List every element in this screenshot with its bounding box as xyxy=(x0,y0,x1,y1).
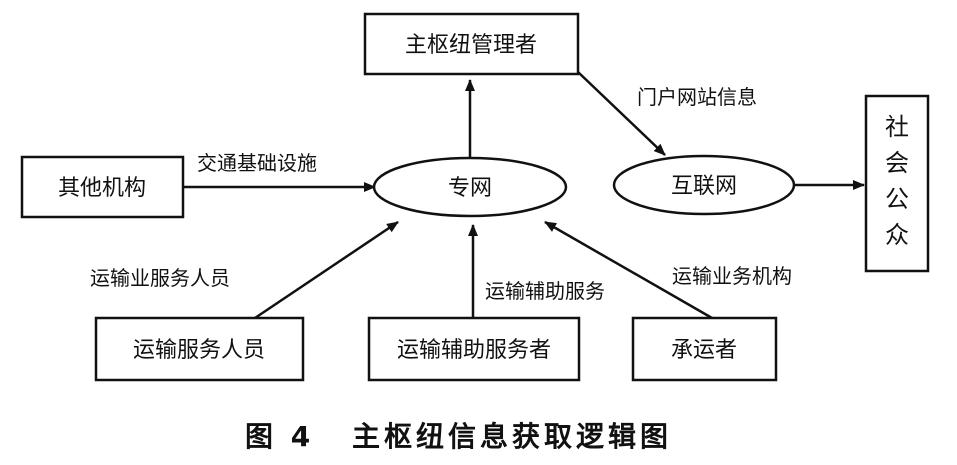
other-orgs-label: 其他机构 xyxy=(58,176,146,201)
society-box xyxy=(864,94,930,273)
edge-manager-to-internet xyxy=(577,71,666,156)
private-net-ellipse xyxy=(372,156,568,218)
edge-carrier-to-private xyxy=(544,220,713,320)
hub-manager-label: 主枢纽管理者 xyxy=(405,33,537,58)
carrier-label: 承运者 xyxy=(671,338,737,363)
internet-label: 互联网 xyxy=(671,174,737,199)
transport-staff-label: 运输服务人员 xyxy=(133,338,265,363)
internet-ellipse xyxy=(612,154,796,216)
edge-label-transport-business-org: 运输业务机构 xyxy=(672,264,792,288)
edge-label-aux-service: 运输辅助服务 xyxy=(485,279,605,303)
aux-service-provider-box xyxy=(367,316,581,382)
edge-label-transport-infra: 交通基础设施 xyxy=(197,151,317,175)
edge-label-portal-info: 门户网站信息 xyxy=(637,85,757,109)
figure-number: 图 4 xyxy=(245,420,314,453)
carrier-box xyxy=(631,316,778,382)
edge-label-transport-staff: 运输业服务人员 xyxy=(90,266,230,290)
hub-manager-box xyxy=(363,12,580,76)
private-net-label: 专网 xyxy=(448,176,492,201)
society-label: 社会公众 xyxy=(885,113,909,249)
figure-title: 主枢纽信息获取逻辑图 xyxy=(352,420,672,453)
other-orgs-box xyxy=(20,155,185,219)
transport-staff-box xyxy=(94,316,305,382)
aux-service-provider-label: 运输辅助服务者 xyxy=(397,338,551,363)
edge-staff-to-private xyxy=(254,220,399,320)
